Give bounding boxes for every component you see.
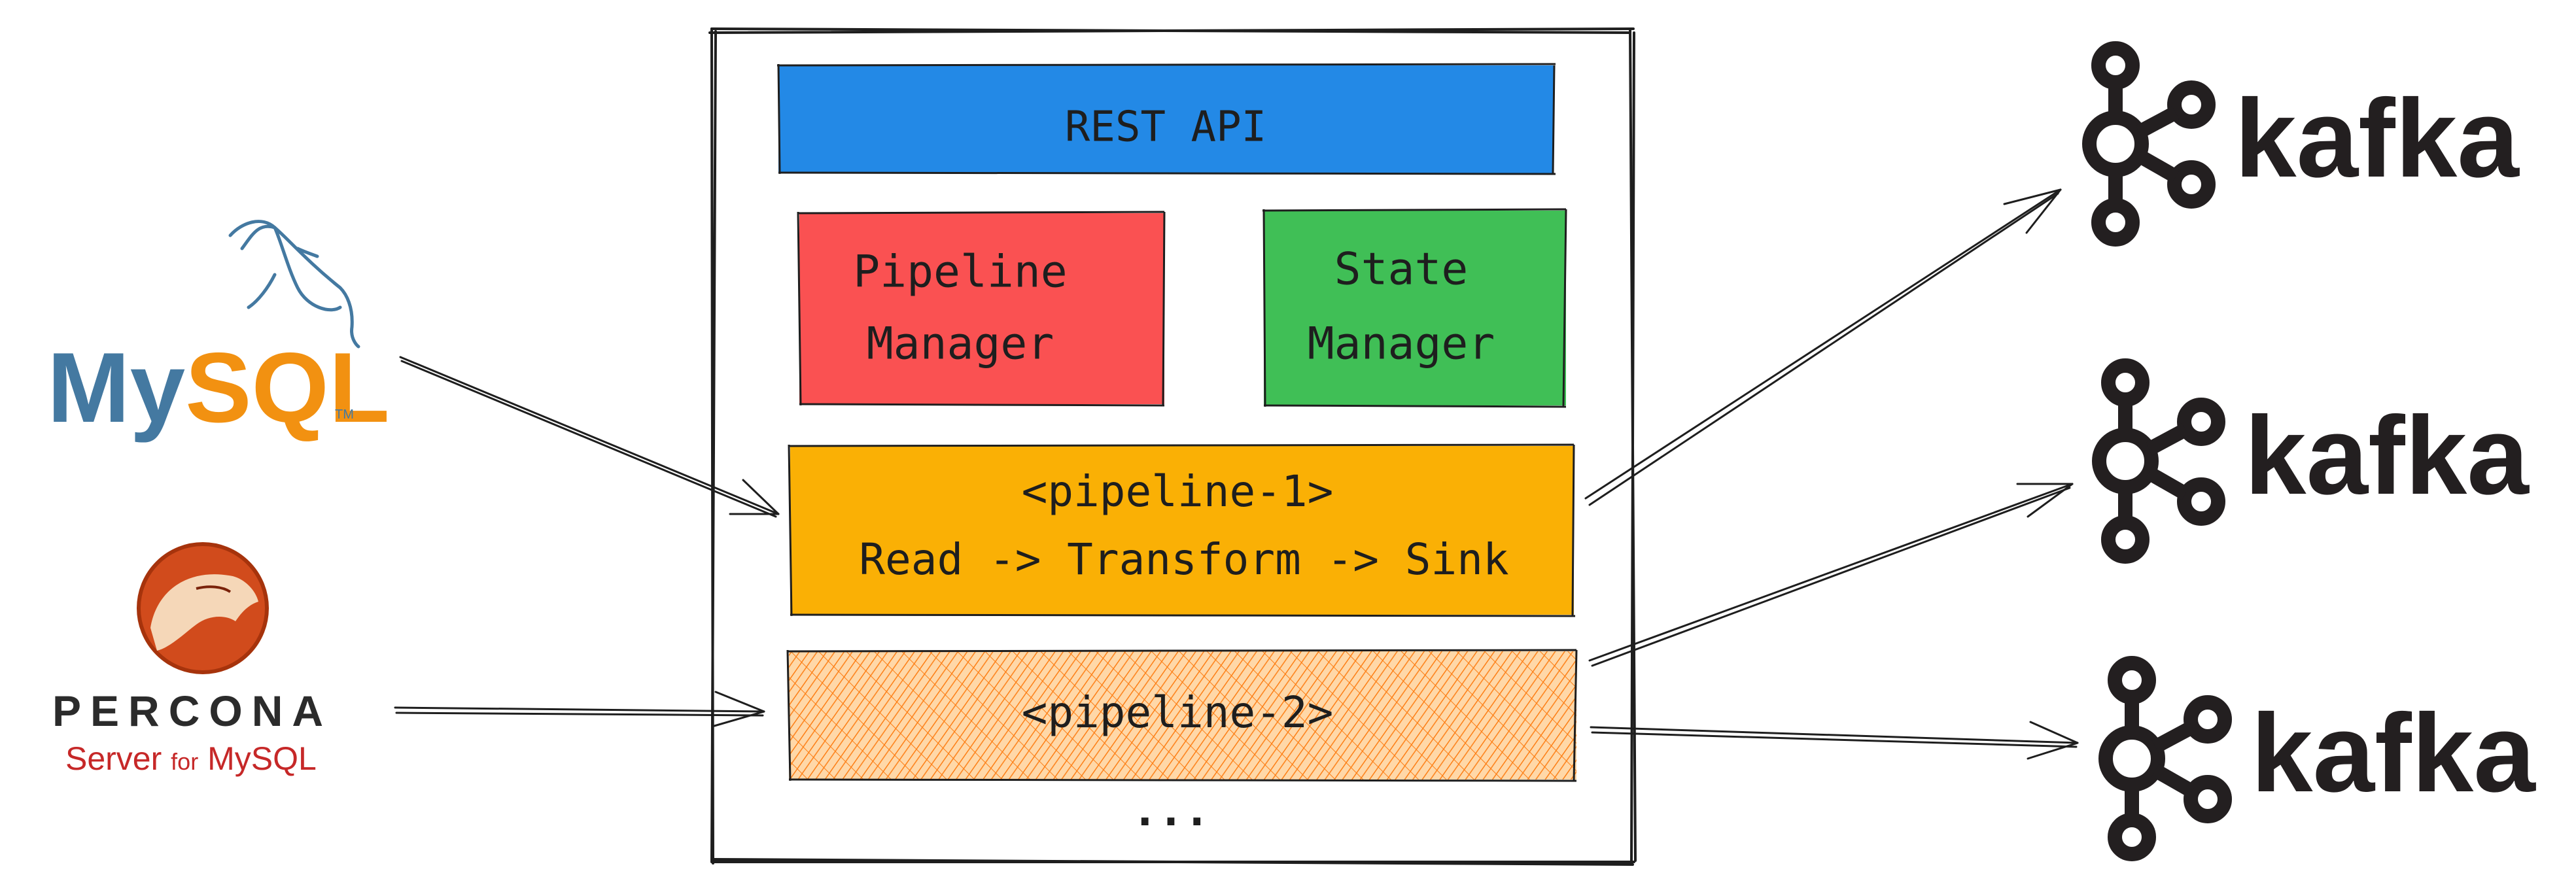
state-manager-box: State Manager: [1262, 208, 1567, 408]
pipeline-manager-line2: Manager: [867, 318, 1054, 370]
pipeline-1-flow: Read -> Transform -> Sink: [859, 534, 1508, 585]
percona-subtitle-server: Server: [65, 740, 162, 777]
kafka-sink-2: kafka: [2092, 358, 2530, 564]
pipeline-1-title: <pipeline-1>: [1022, 466, 1334, 517]
svg-text:MySQL: MySQL: [47, 332, 390, 443]
svg-text:Server for MySQL: Server for MySQL: [65, 740, 317, 777]
pipeline-2-title: <pipeline-2>: [1022, 687, 1334, 738]
rest-api-box: REST API: [776, 63, 1556, 175]
service-container: [708, 27, 1637, 866]
kafka-label: kafka: [2235, 77, 2520, 201]
pipeline-2-box: <pipeline-2>: [786, 649, 1578, 782]
dolphin-icon: [228, 220, 360, 349]
pipeline-manager-box: Pipeline Manager: [797, 211, 1166, 407]
state-manager-line2: Manager: [1308, 318, 1495, 370]
mysql-trademark: TM: [335, 407, 354, 422]
pipeline-2-to-kafka-3-arrow: [1590, 721, 2079, 760]
percona-subtitle-for: for: [171, 748, 198, 775]
pipeline-manager-line1: Pipeline: [853, 247, 1068, 298]
kafka-sink-3: kafka: [2098, 656, 2536, 861]
percona-name: PERCONA: [52, 687, 332, 735]
kafka-label: kafka: [2251, 691, 2536, 815]
rest-api-label: REST API: [1065, 103, 1266, 152]
mysql-logo: MySQL TM: [47, 220, 390, 443]
pipeline-1-to-kafka-1-arrow: [1584, 188, 2062, 506]
kafka-icon: [2092, 358, 2225, 564]
pipeline-1-box: <pipeline-1> Read -> Transform -> Sink: [788, 443, 1576, 617]
percona-to-pipeline-2-arrow: [394, 691, 765, 727]
kafka-icon: [2082, 41, 2216, 247]
more-pipelines-ellipsis: ...: [1132, 785, 1210, 836]
kafka-sinks: kafka kafka kafka: [2082, 41, 2536, 861]
mysql-wordmark-my: My: [47, 332, 185, 443]
percona-cougar-icon: [137, 542, 269, 674]
state-manager-line1: State: [1334, 244, 1469, 296]
kafka-sink-1: kafka: [2082, 41, 2520, 247]
mysql-wordmark-sql: SQL: [185, 332, 389, 443]
kafka-icon: [2098, 656, 2232, 861]
kafka-label: kafka: [2244, 394, 2530, 518]
mysql-to-pipeline-1-arrow: [399, 356, 780, 518]
pipeline-2-to-kafka-2-arrow: [1588, 483, 2074, 667]
percona-subtitle-mysql: MySQL: [207, 740, 317, 777]
percona-logo: PERCONA Server for MySQL: [52, 542, 332, 777]
